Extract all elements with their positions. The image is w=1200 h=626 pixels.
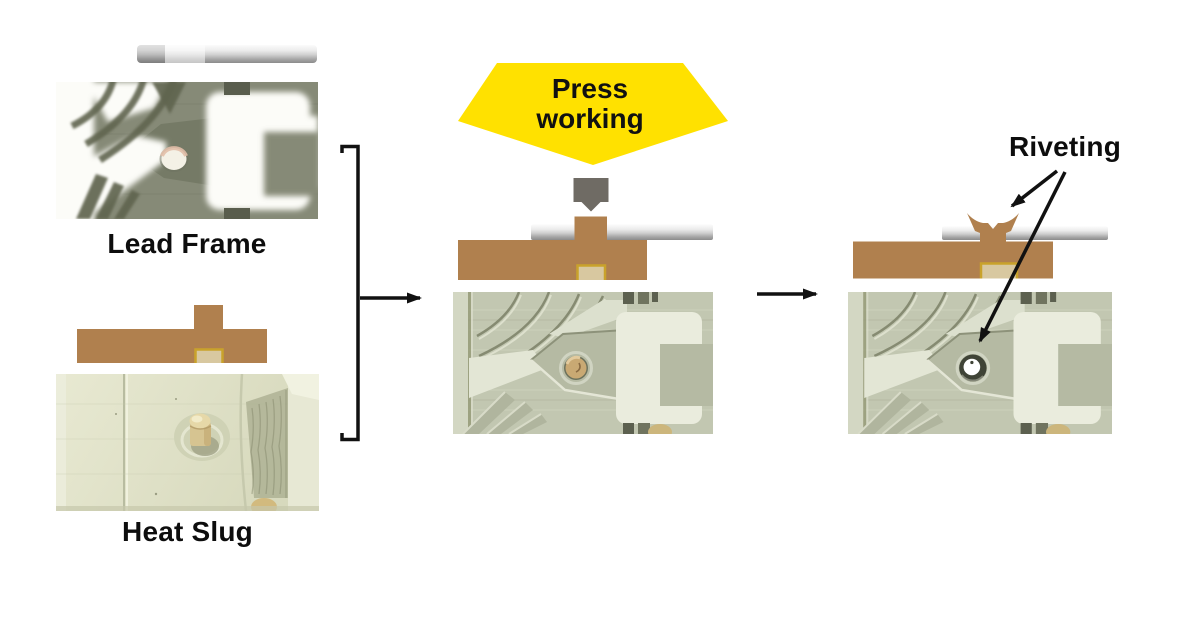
heat-slug-peg [189, 413, 212, 446]
solder-insert-border [576, 264, 607, 280]
rod-segment-dark [137, 45, 165, 63]
heat-slug-section [458, 216, 647, 280]
rivet-shine [963, 358, 981, 376]
heat-slug-label: Heat Slug [122, 516, 253, 547]
pilot-hole [161, 148, 187, 170]
press-step-schematic [458, 216, 713, 280]
solder-insert [577, 265, 605, 280]
riveted-schematic [853, 213, 1108, 279]
heat-slug-section [853, 213, 1053, 279]
heat-slug-photo [56, 374, 319, 511]
solder-insert [981, 263, 1017, 279]
assembled-photo [453, 292, 713, 434]
lead-frame-rod [942, 226, 1108, 240]
riveting-pointer-schematic-icon [1010, 169, 1059, 208]
lead-frame-label: Lead Frame [107, 228, 267, 259]
heat-slug-schematic [77, 305, 267, 363]
riveting-label: Riveting [1008, 131, 1122, 162]
lead-frame-photo [56, 82, 318, 219]
lead-frame-rod-schematic [137, 45, 317, 63]
press-working-arrow [458, 63, 728, 165]
solder-insert-border [194, 348, 224, 363]
solder-insert [195, 349, 223, 363]
punch-shape [573, 178, 609, 212]
heat-slug-body [77, 305, 267, 363]
knurled-texture [250, 395, 282, 496]
peg-in-hole [565, 357, 587, 379]
grouping-bracket-icon [340, 144, 360, 442]
punch-tool-icon [573, 178, 609, 212]
press-working-label: Press working [536, 73, 644, 134]
lead-frame-rod [531, 224, 713, 240]
press-arrow-shape [458, 63, 728, 165]
rod-segment-light [165, 45, 205, 63]
riveted-photo [848, 292, 1112, 434]
